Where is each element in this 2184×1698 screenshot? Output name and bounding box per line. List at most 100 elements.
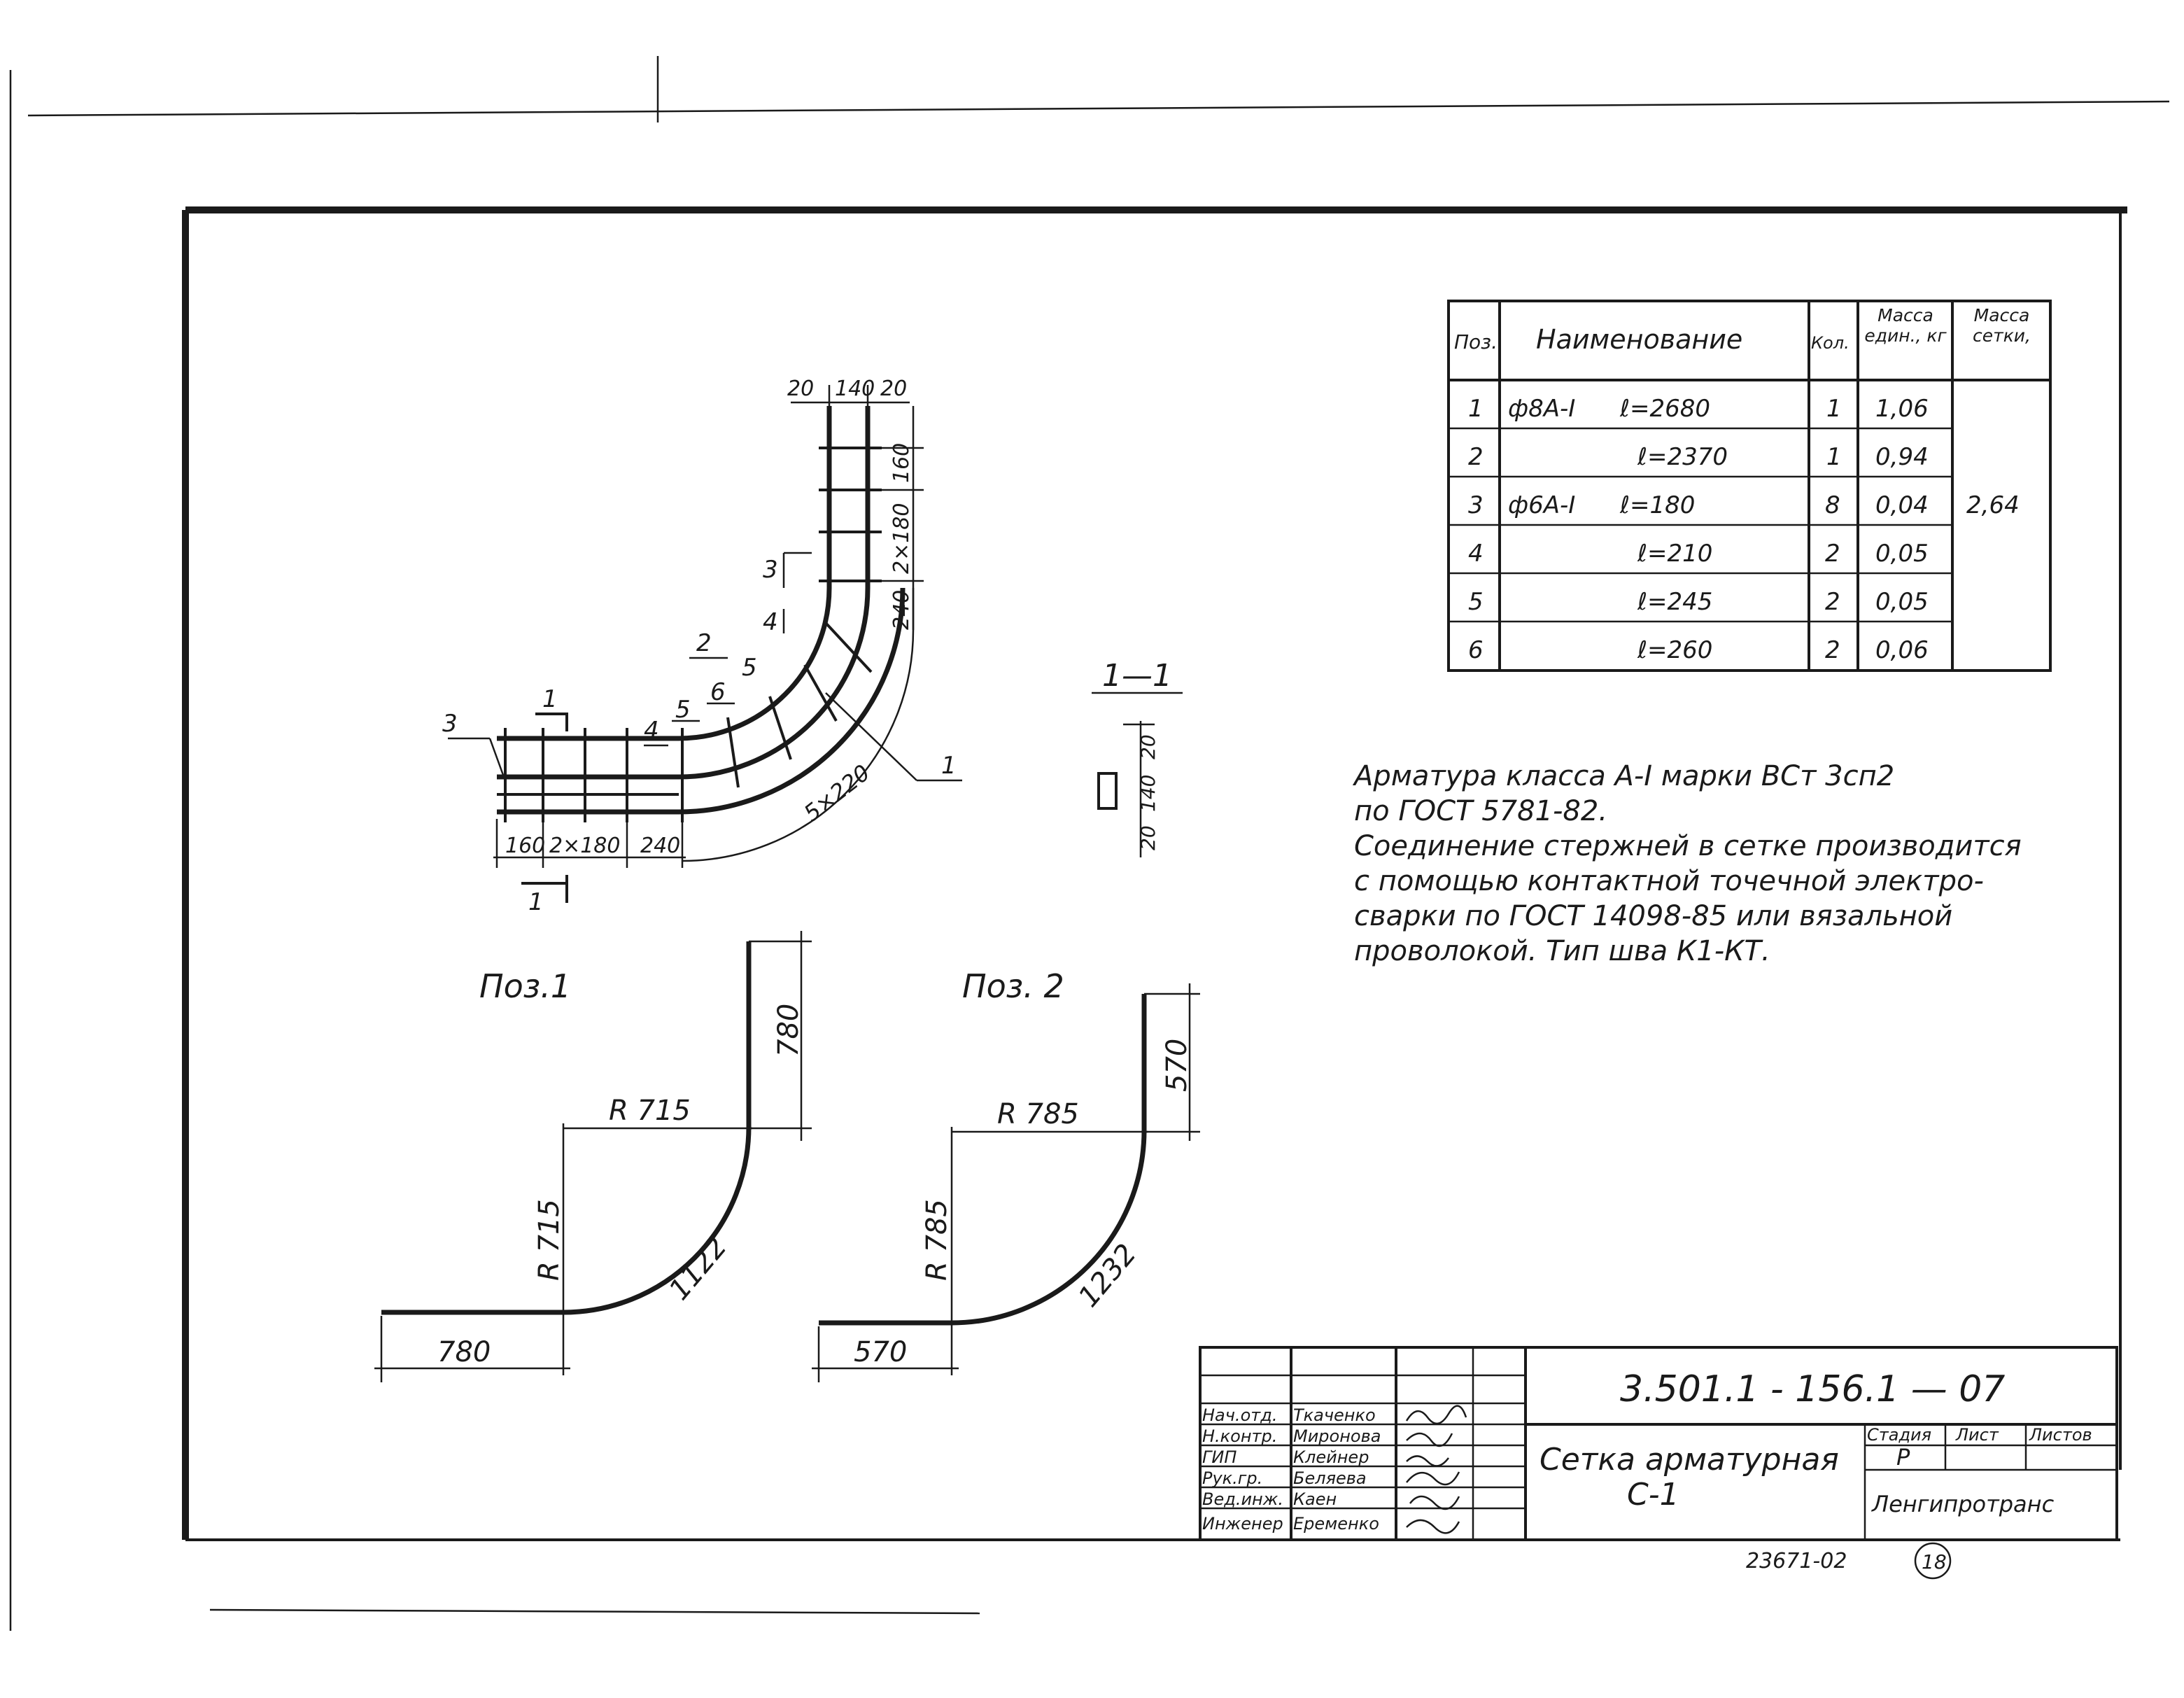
section-title: 1—1: [1102, 658, 1172, 694]
leader-5-left: 5: [675, 696, 691, 724]
bottom-number: 23671-02: [1746, 1549, 1847, 1573]
row-mass: 0,04: [1875, 491, 1929, 519]
header-mesh-mass: Масса сетки,: [1973, 305, 2031, 346]
person-name: Беляева: [1293, 1468, 1367, 1488]
header-qty: Кол.: [1811, 333, 1850, 353]
doc-number: 3.501.1 - 156.1 — 07: [1620, 1368, 2005, 1410]
dim-bottom-3: 240: [640, 834, 680, 858]
row-mass: 0,05: [1875, 588, 1929, 616]
pos1-arc: 1122: [663, 1231, 733, 1307]
signatures: [1405, 1405, 1467, 1534]
sheet-label: Лист: [1955, 1425, 1999, 1445]
person-name: Каен: [1293, 1489, 1337, 1509]
row-pos: 4: [1468, 540, 1484, 568]
spec-table: Поз. Наименование Кол. Масса един., кг М…: [1447, 300, 2052, 672]
note-line: Соединение стержней в сетке производится: [1354, 830, 2022, 862]
person-role: ГИП: [1202, 1447, 1237, 1467]
section-mark-bottom: 1: [528, 888, 544, 916]
mesh-mass-total: 2,64: [1966, 491, 2020, 519]
table-row: 4 ℓ=210 2 0,05: [1468, 540, 1929, 568]
dim-top-3: 20: [880, 377, 907, 401]
table-row: 3 ф6А-I ℓ=180 8 0,04: [1468, 491, 1929, 519]
row-length: ℓ=2370: [1637, 443, 1728, 471]
row-mass: 0,05: [1875, 540, 1929, 568]
pos1-view: Поз.1 780 R 715 R 715 1122 780: [374, 931, 812, 1382]
dim-bottom-2: 2×180: [549, 834, 620, 858]
leader-3-top: 3: [763, 556, 778, 584]
section-mark-top: 1: [542, 685, 558, 713]
person-name: Еременко: [1293, 1514, 1379, 1534]
sheets-label: Листов: [2029, 1425, 2092, 1445]
dim-arc: [682, 588, 915, 862]
organization: Ленгипротранс: [1871, 1491, 2055, 1517]
dim-right-3: 240: [889, 590, 914, 630]
pos2-radius-v: R 785: [921, 1199, 953, 1281]
person-row: Рук.гр. Беляева: [1202, 1468, 1367, 1488]
header-name: Наименование: [1536, 324, 1742, 355]
pos2-arc: 1232: [1072, 1238, 1143, 1314]
bar-inner-edge: [497, 406, 832, 741]
note-line: проволокой. Тип шва К1-КТ.: [1354, 935, 1770, 967]
table-row: 2 ℓ=2370 1 0,94: [1468, 443, 1929, 471]
pos1-radius-v: R 715: [533, 1199, 565, 1281]
title-block: 3.501.1 - 156.1 — 07 Нач.отд. Ткаченко Н…: [1199, 1346, 2118, 1580]
person-name: Клейнер: [1293, 1447, 1369, 1467]
header-pos: Поз.: [1454, 330, 1498, 353]
section-dim-2: 140: [1136, 775, 1160, 812]
leader-1: 1: [941, 752, 957, 780]
row-length: ℓ=245: [1637, 588, 1712, 616]
pos2-view: Поз. 2 570 R 785 R 785 1232 570: [812, 967, 1200, 1382]
row-pos: 3: [1468, 491, 1484, 519]
pos2-vertical: 570: [1161, 1039, 1193, 1092]
person-name: Ткаченко: [1293, 1405, 1376, 1425]
pos2-title: Поз. 2: [962, 967, 1064, 1005]
row-mass: 0,06: [1875, 636, 1929, 664]
note-line: Арматура класса А-I марки ВСт 3сп2: [1352, 760, 1894, 792]
pos1-title: Поз.1: [479, 967, 571, 1005]
person-row: Н.контр. Миронова: [1202, 1426, 1381, 1446]
dim-top-2: 140: [835, 377, 875, 401]
person-role: Нач.отд.: [1202, 1405, 1277, 1425]
note-line: по ГОСТ 5781-82.: [1354, 795, 1607, 827]
section-1-1: 1—1 20 140 20: [1092, 658, 1183, 857]
circle-number: 18: [1922, 1550, 1947, 1573]
leader-5-top: 5: [742, 654, 757, 682]
note-line: сварки по ГОСТ 14098-85 или вязальной: [1354, 900, 1952, 932]
pos2-radius-h: R 785: [997, 1098, 1079, 1130]
row-qty: 2: [1825, 540, 1840, 568]
leader-4-top: 4: [763, 608, 778, 636]
person-role: Инженер: [1202, 1514, 1283, 1534]
leader-6-left: 6: [710, 678, 726, 706]
notes: Арматура класса А-I марки ВСт 3сп2 по ГО…: [1352, 760, 2022, 967]
row-qty: 1: [1826, 395, 1842, 423]
table-row: 6 ℓ=260 2 0,06: [1468, 636, 1929, 664]
row-mass: 0,94: [1875, 443, 1929, 471]
bar-inner: [497, 587, 906, 815]
row-length: ℓ=210: [1637, 540, 1712, 568]
person-row: ГИП Клейнер: [1202, 1447, 1369, 1467]
dim-right-1: 160: [889, 443, 914, 483]
title-line2: С-1: [1627, 1477, 1679, 1513]
leader-4-left: 4: [644, 717, 659, 745]
stage-label: Стадия: [1867, 1425, 1931, 1445]
row-length: ℓ=180: [1619, 491, 1695, 519]
row-name: ф6А-I: [1508, 491, 1575, 519]
stage-value: Р: [1896, 1444, 1910, 1471]
row-qty: 8: [1825, 491, 1840, 519]
row-name: ф8А-I: [1508, 395, 1575, 423]
person-role: Н.контр.: [1202, 1426, 1277, 1446]
mesh-plan-view: 20 140 20 160 2×180 240 160 2×180 240 5×…: [442, 377, 962, 916]
row-length: ℓ=2680: [1619, 395, 1710, 423]
row-pos: 6: [1468, 636, 1484, 664]
row-pos: 5: [1468, 588, 1484, 616]
section-dim-1: 20: [1136, 734, 1160, 759]
pos1-vertical: 780: [773, 1004, 805, 1057]
dim-top-1: 20: [787, 377, 814, 401]
pos2-horizontal: 570: [854, 1336, 907, 1368]
leader-3-left: 3: [442, 710, 458, 738]
dim-right-2: 2×180: [889, 503, 914, 574]
dim-bottom-1: 160: [505, 834, 545, 858]
row-mass: 1,06: [1875, 395, 1929, 423]
bar-outer: [497, 406, 871, 780]
